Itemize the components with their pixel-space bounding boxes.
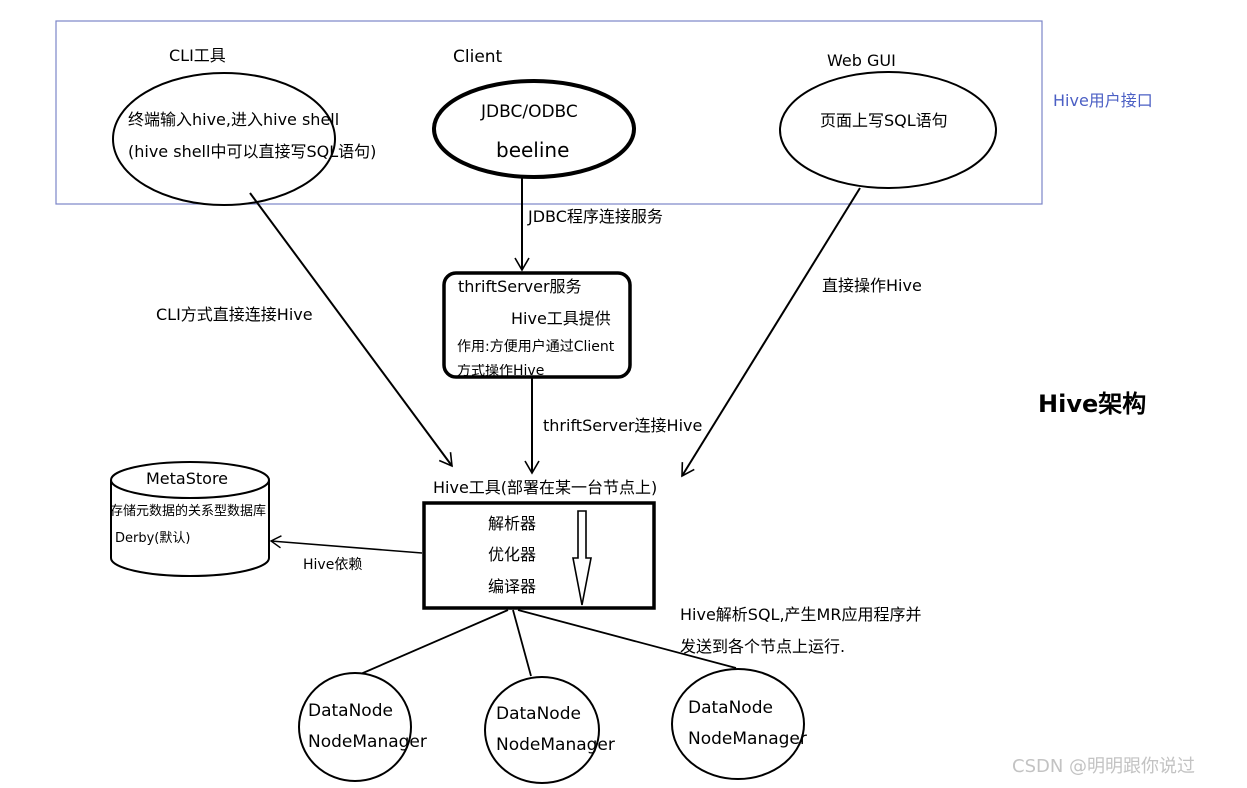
- thrift-purpose-line1: 作用:方便用户通过Client: [457, 339, 615, 355]
- cli-text-line2: (hive shell中可以直接写SQL语句): [128, 142, 377, 161]
- interface-group-label: Hive用户接口: [1053, 91, 1153, 110]
- hive-tool-optimizer: 优化器: [488, 545, 537, 564]
- hive-tool-title: Hive工具(部署在某一台节点上): [433, 478, 658, 497]
- processing-flow-arrow: [572, 510, 592, 606]
- link-hive-to-node-1: [355, 609, 509, 677]
- arrow-cli-to-hive: [249, 192, 453, 468]
- metastore-cylinder: [110, 461, 270, 577]
- client-beeline-label: beeline: [496, 138, 570, 162]
- arrow-web-to-hive: [681, 187, 861, 478]
- node-ellipse-3: [671, 668, 805, 780]
- client-heading: Client: [453, 47, 503, 67]
- thrift-title: thriftServer服务: [458, 277, 582, 296]
- hive-tool-box: [422, 501, 656, 610]
- link-hive-to-node-3: [517, 609, 737, 669]
- link-hive-to-node-2: [512, 609, 532, 677]
- edge-label-hive-dependency: Hive依赖: [303, 557, 363, 573]
- webgui-text: 页面上写SQL语句: [820, 111, 948, 130]
- thrift-server-box: [442, 271, 632, 379]
- watermark: CSDN @明明跟你说过: [1012, 756, 1196, 777]
- cli-text-line1: 终端输入hive,进入hive shell: [128, 110, 340, 129]
- webgui-ellipse: [779, 71, 997, 189]
- hive-tool-parser: 解析器: [488, 514, 537, 533]
- cli-ellipse: [112, 72, 336, 206]
- note-line1: Hive解析SQL,产生MR应用程序并: [680, 605, 922, 624]
- node-2-nodemanager: NodeManager: [496, 735, 615, 755]
- hive-tool-compiler: 编译器: [488, 577, 537, 596]
- node-3-datanode: DataNode: [688, 698, 773, 718]
- interface-group-frame: [55, 20, 1043, 205]
- edge-label-cli-direct: CLI方式直接连接Hive: [156, 305, 313, 324]
- cli-heading: CLI工具: [169, 46, 226, 65]
- node-3-nodemanager: NodeManager: [688, 729, 807, 749]
- node-ellipse-2: [484, 676, 600, 784]
- thrift-provider: Hive工具提供: [511, 309, 611, 328]
- node-1-datanode: DataNode: [308, 701, 393, 721]
- edge-label-jdbc: JDBC程序连接服务: [528, 207, 663, 226]
- architecture-title: Hive架构: [1038, 390, 1147, 418]
- metastore-desc-line2: Derby(默认): [115, 531, 191, 546]
- client-ellipse: [432, 79, 636, 179]
- metastore-desc-line1: 存储元数据的关系型数据库: [110, 504, 267, 519]
- node-2-datanode: DataNode: [496, 704, 581, 724]
- edge-label-thrift-connect: thriftServer连接Hive: [543, 416, 703, 435]
- node-ellipse-1: [298, 672, 412, 782]
- thrift-purpose-line2: 方式操作Hive: [457, 364, 545, 376]
- metastore-title: MetaStore: [146, 469, 229, 488]
- arrow-hive-to-metastore: [269, 535, 423, 554]
- client-jdbc-label: JDBC/ODBC: [481, 102, 578, 122]
- node-1-nodemanager: NodeManager: [308, 732, 427, 752]
- note-line2: 发送到各个节点上运行.: [680, 637, 846, 656]
- webgui-heading: Web GUI: [827, 51, 896, 70]
- edge-label-web-direct: 直接操作Hive: [822, 276, 922, 295]
